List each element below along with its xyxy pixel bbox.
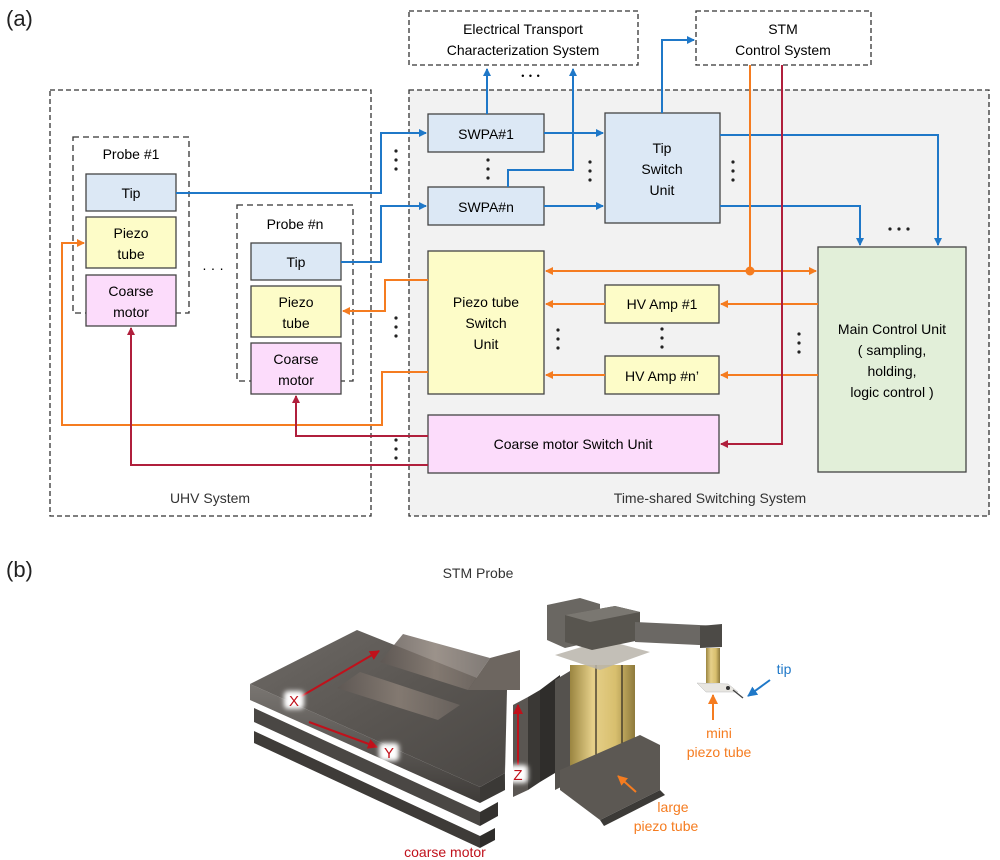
main-control-unit-box (817, 246, 967, 473)
probe-n-tip-label: Tip (287, 254, 306, 270)
hv-amp-1-box (604, 284, 720, 324)
swpa-1-box (427, 113, 545, 153)
probe-1-piezo-box (85, 216, 177, 269)
probe-n-coarse-label1: Coarse (273, 351, 318, 367)
stm-control-line2: Control System (735, 42, 831, 58)
probe-n-coarse-box (250, 342, 342, 395)
svg-text:X: X (289, 693, 299, 710)
coarse-motor-label: coarse motor (404, 844, 486, 860)
svg-text:Z: Z (513, 767, 522, 784)
stm-control-line1: STM (768, 21, 798, 37)
probe-1-coarse-label1: Coarse (108, 283, 153, 299)
piezo-switch-label2: Switch (465, 315, 506, 331)
piezo-switch-label3: Unit (474, 336, 499, 352)
coarse-motor-plates (250, 630, 520, 848)
probe-ellipsis: · · · (202, 260, 224, 276)
switching-system-label: Time-shared Switching System (614, 490, 806, 506)
stm-probe-illustration: X Y Z (250, 598, 771, 848)
probe-n-piezo-label2: tube (282, 315, 309, 331)
tip-switch-label3: Unit (650, 182, 675, 198)
hv-amp-1-label: HV Amp #1 (627, 296, 698, 312)
probe-n-piezo-box (250, 285, 342, 338)
swpa-n-box (427, 186, 545, 226)
probe-1-title: Probe #1 (103, 146, 160, 162)
probe-1-coarse-label2: motor (113, 304, 149, 320)
probe-1-piezo-label2: tube (117, 246, 144, 262)
piezo-signal-lines (61, 65, 818, 426)
probe-1-tip-box (85, 173, 177, 212)
axis-arrows (299, 650, 523, 765)
probe-1-group: Probe #1 Tip Piezo tube Coarse motor (72, 136, 190, 327)
main-control-label4: logic control ) (850, 384, 933, 400)
axis-label-y: Y (379, 743, 399, 762)
probe-1-coarse-box (85, 274, 177, 327)
stm-control-box: STM Control System (695, 10, 872, 66)
tip-label: tip (777, 661, 792, 677)
etcs-label-line2: Characterization System (447, 42, 600, 58)
coarse-switch-unit-box (427, 414, 720, 474)
main-control-label2: ( sampling, (858, 342, 926, 358)
tip-signal-lines (176, 36, 942, 263)
uhv-system-label: UHV System (170, 490, 250, 506)
probe-n-tip-box (250, 242, 342, 281)
probe-n-coarse-label2: motor (278, 372, 314, 388)
swpa-n-label: SWPA#n (458, 199, 514, 215)
probe-1-piezo-label1: Piezo (113, 225, 148, 241)
probe-n-title: Probe #n (267, 216, 324, 232)
hv-amp-n-box (604, 355, 720, 395)
large-piezo-label-line2: piezo tube (634, 818, 699, 834)
swpa-1-label: SWPA#1 (458, 126, 514, 142)
coarse-switch-label: Coarse motor Switch Unit (494, 436, 653, 452)
piezo-housing (547, 598, 744, 826)
panel-a-label: (a) (6, 6, 33, 31)
main-control-label3: holding, (867, 363, 916, 379)
probe-1-tip-label: Tip (122, 185, 141, 201)
tip-switch-label2: Switch (641, 161, 682, 177)
mini-piezo-label-line1: mini (706, 725, 732, 741)
coarse-signal-lines (127, 65, 783, 466)
etcs-label-line1: Electrical Transport (463, 21, 583, 37)
main-control-label1: Main Control Unit (838, 321, 946, 337)
axis-label-x: X (284, 691, 304, 710)
hv-amp-n-label: HV Amp #n’ (625, 368, 699, 384)
piezo-junction-dot (745, 266, 755, 276)
stm-probe-title: STM Probe (443, 565, 514, 581)
tip-switch-unit-box (604, 112, 721, 224)
tip-pointer-arrow (747, 679, 771, 697)
axis-label-z: Z (508, 765, 528, 784)
tip-switch-label1: Tip (653, 140, 672, 156)
etcs-ellipsis: • • • (521, 71, 540, 81)
large-piezo-pointer-arrow (617, 775, 637, 793)
probe-n-piezo-label1: Piezo (278, 294, 313, 310)
svg-text:Y: Y (384, 745, 394, 762)
probe-n-group: Probe #n Tip Piezo tube Coarse motor (236, 204, 354, 395)
piezo-switch-label1: Piezo tube (453, 294, 519, 310)
etcs-box: Electrical Transport Characterization Sy… (408, 10, 639, 66)
panel-b-label: (b) (6, 557, 33, 582)
piezo-switch-unit-box (427, 250, 545, 395)
large-piezo-label-line1: large (657, 799, 688, 815)
mini-piezo-label-line2: piezo tube (687, 744, 752, 760)
vertical-ellipses (394, 149, 910, 460)
